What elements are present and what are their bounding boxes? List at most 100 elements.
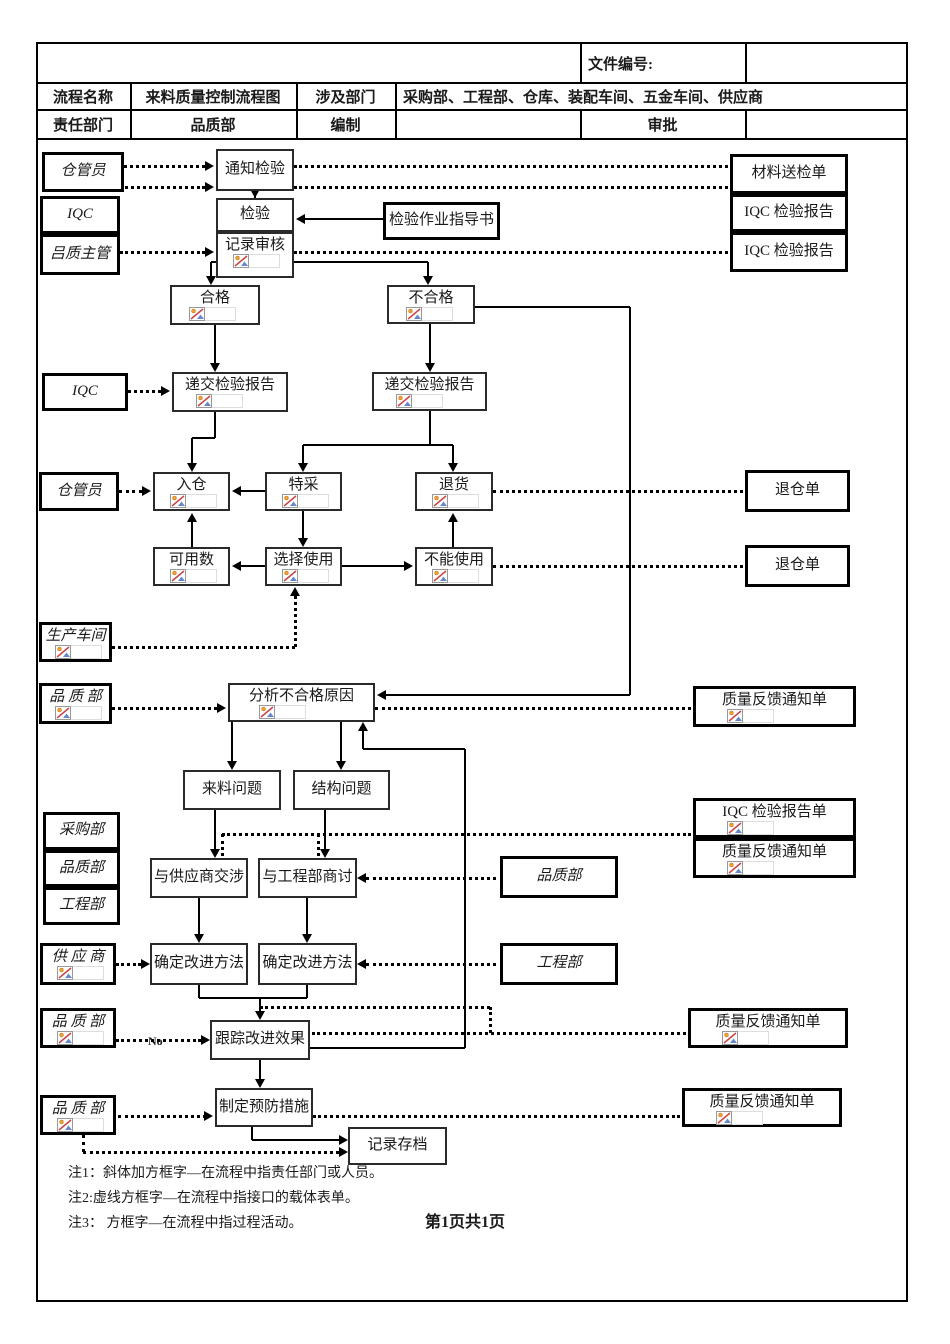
flow-line bbox=[214, 325, 216, 363]
empty-image-frame bbox=[185, 494, 217, 509]
fail: 不合格 bbox=[387, 285, 475, 324]
record-review-label: 记录审核 bbox=[224, 237, 285, 253]
notify-inspection-label: 通知检验 bbox=[224, 161, 285, 178]
broken-image-placeholder bbox=[727, 861, 775, 876]
empty-image-frame bbox=[297, 494, 329, 509]
flow-line-dashed bbox=[120, 251, 205, 254]
quality-dept-right-label: 品质部 bbox=[536, 868, 582, 885]
arrowhead bbox=[161, 386, 170, 396]
arrowhead bbox=[404, 561, 413, 571]
improvement-method-2: 确定改进方法 bbox=[258, 943, 357, 985]
submit-report-1-label: 递交检验报告 bbox=[184, 377, 275, 393]
purchasing-dept: 采购部 bbox=[43, 812, 120, 850]
page-number: 第1页共1页 bbox=[425, 1214, 506, 1231]
iqc-report-2: IQC 检验报告 bbox=[730, 232, 848, 272]
track-improvement: 跟踪改进效果 bbox=[210, 1020, 310, 1060]
broken-image-placeholder bbox=[727, 821, 775, 836]
flow-line-dashed bbox=[366, 963, 496, 966]
flow-line bbox=[475, 306, 630, 308]
quality-dept-3: 品 质 部 bbox=[40, 1095, 116, 1135]
quality-dept-stack: 品质部 bbox=[43, 850, 120, 887]
arrowhead bbox=[201, 1035, 210, 1045]
return-goods: 退货 bbox=[415, 472, 493, 511]
flow-line bbox=[386, 694, 630, 696]
warehouse-keeper-1: 仓管员 bbox=[42, 152, 124, 192]
flow-line bbox=[241, 490, 265, 492]
improvement-method-2-label: 确定改进方法 bbox=[262, 955, 353, 972]
broken-image-placeholder bbox=[169, 494, 217, 509]
empty-image-frame bbox=[447, 494, 479, 509]
arrowhead bbox=[232, 486, 241, 496]
engineering-dept-right-label: 工程部 bbox=[536, 955, 582, 972]
note-2: 注2:虚线方框字—在流程中指接口的载体表单。 bbox=[68, 1191, 359, 1206]
engineering-dept-stack-label: 工程部 bbox=[58, 897, 104, 914]
flow-line-dashed bbox=[222, 833, 691, 836]
broken-image-placeholder bbox=[281, 569, 329, 584]
structure-issue-label: 结构问题 bbox=[311, 781, 372, 798]
warehouse-in-label: 入仓 bbox=[176, 477, 207, 493]
arrowhead bbox=[255, 1079, 265, 1088]
broken-image-icon bbox=[57, 1031, 73, 1046]
broken-image-icon bbox=[196, 394, 213, 409]
record-archive: 记录存档 bbox=[348, 1127, 447, 1165]
material-issue-label: 来料问题 bbox=[201, 781, 262, 798]
return-warehouse-form-2-label: 退仓单 bbox=[774, 557, 820, 574]
flow-line bbox=[429, 324, 431, 363]
resp-dept-label: 责任部门 bbox=[52, 118, 113, 134]
flow-line bbox=[214, 810, 216, 849]
flow-line-dashed bbox=[312, 1032, 686, 1035]
return-warehouse-form-1-label: 退仓单 bbox=[774, 482, 820, 499]
negotiate-supplier: 与供应商交涉 bbox=[150, 858, 248, 898]
broken-image-icon bbox=[281, 494, 298, 509]
flow-line bbox=[452, 445, 454, 463]
selective-use: 选择使用 bbox=[265, 547, 342, 586]
broken-image-placeholder bbox=[57, 966, 104, 981]
pass: 合格 bbox=[170, 285, 260, 325]
arrowhead bbox=[425, 363, 435, 372]
arrowhead bbox=[187, 513, 197, 522]
broken-image-icon bbox=[258, 705, 275, 720]
selective-use-label: 选择使用 bbox=[273, 552, 334, 568]
iqc-2-label: IQC bbox=[72, 383, 98, 400]
broken-image-icon bbox=[57, 1118, 73, 1133]
header-line bbox=[36, 82, 908, 84]
broken-image-placeholder bbox=[55, 706, 103, 721]
depts-label: 涉及部门 bbox=[315, 90, 376, 106]
broken-image-placeholder bbox=[721, 1031, 769, 1046]
preventive-measures: 制定预防措施 bbox=[215, 1088, 313, 1127]
flow-line bbox=[302, 511, 304, 538]
resp-dept-value: 品质部 bbox=[190, 118, 236, 134]
arrowhead bbox=[227, 761, 237, 770]
flow-line bbox=[342, 565, 404, 567]
flow-line bbox=[199, 997, 307, 999]
flow-line bbox=[191, 438, 193, 463]
flow-line-dashed bbox=[82, 1135, 85, 1152]
quality-feedback-2: 质量反馈通知单 bbox=[693, 838, 856, 878]
empty-image-frame bbox=[743, 861, 775, 876]
production-workshop: 生产车间 bbox=[39, 622, 112, 662]
quality-feedback-1: 质量反馈通知单 bbox=[693, 686, 856, 727]
quality-dept-2-label: 品 质 部 bbox=[51, 1014, 105, 1030]
arrowhead bbox=[298, 538, 308, 547]
iqc-report-form: IQC 检验报告单 bbox=[693, 798, 856, 838]
quality-dept-right: 品质部 bbox=[500, 856, 618, 898]
arrowhead bbox=[448, 513, 458, 522]
arrowhead bbox=[250, 189, 260, 198]
flow-line bbox=[362, 731, 364, 749]
process-name-label: 流程名称 bbox=[52, 90, 113, 106]
empty-image-frame bbox=[743, 821, 775, 836]
flow-line-dashed bbox=[294, 165, 728, 168]
inspection-work-instruction-label: 检验作业指导书 bbox=[388, 212, 494, 229]
broken-image-placeholder bbox=[281, 494, 329, 509]
flow-line bbox=[198, 985, 200, 998]
arrowhead bbox=[206, 276, 216, 285]
broken-image-icon bbox=[57, 966, 73, 981]
broken-image-placeholder bbox=[258, 705, 306, 720]
flow-line bbox=[629, 307, 631, 695]
supplier-label: 供 应 商 bbox=[51, 949, 105, 965]
broken-image-icon bbox=[281, 569, 298, 584]
flow-line-dashed bbox=[294, 596, 297, 647]
flow-line bbox=[324, 810, 326, 849]
header-divider bbox=[130, 82, 132, 138]
flow-line-dashed bbox=[119, 490, 142, 493]
